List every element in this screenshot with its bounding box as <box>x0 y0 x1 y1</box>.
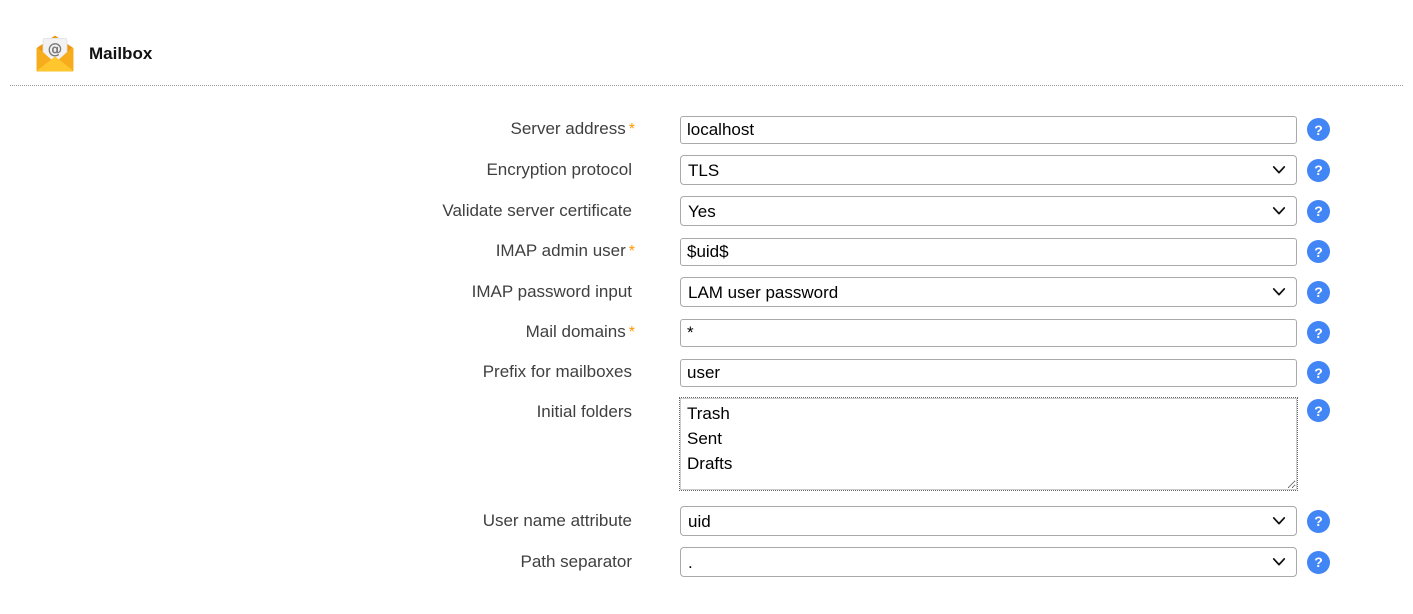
form-row-user-name-attribute: User name attribute uid ? <box>0 506 1413 536</box>
help-icon-server-address[interactable]: ? <box>1307 118 1330 141</box>
help-icon-validate-server-certificate[interactable]: ? <box>1307 199 1330 223</box>
prefix-for-mailboxes-input[interactable] <box>680 358 1297 387</box>
help-icon-imap-admin-user[interactable]: ? <box>1307 240 1330 263</box>
path-separator-select[interactable]: . <box>680 547 1297 577</box>
field-wrap: Yes <box>680 196 1297 226</box>
form-row-imap-password-input: IMAP password input LAM user password ? <box>0 277 1413 307</box>
mailbox-form: Server address* ? Encryption protocol TL… <box>0 86 1413 577</box>
field-label: Path separator <box>0 548 635 577</box>
form-row-encryption-protocol: Encryption protocol TLS ? <box>0 155 1413 185</box>
field-label-text: Path separator <box>520 551 632 571</box>
field-wrap <box>680 358 1297 387</box>
field-label: User name attribute <box>0 507 635 536</box>
header-divider <box>10 85 1403 86</box>
field-label: IMAP password input <box>0 278 635 307</box>
imap-admin-user-input[interactable] <box>680 237 1297 266</box>
required-asterisk: * <box>628 121 635 138</box>
field-label-text: Prefix for mailboxes <box>482 362 632 381</box>
field-label: Prefix for mailboxes <box>0 358 635 387</box>
form-row-path-separator: Path separator . ? <box>0 547 1413 577</box>
help-icon-prefix-for-mailboxes[interactable]: ? <box>1307 361 1330 384</box>
field-label-text: IMAP admin user <box>495 241 626 260</box>
imap-password-input-select[interactable]: LAM user password <box>680 277 1297 307</box>
validate-server-certificate-select[interactable]: Yes <box>680 196 1297 226</box>
field-label: IMAP admin user* <box>0 237 635 266</box>
field-wrap <box>680 237 1297 266</box>
field-wrap <box>680 318 1297 347</box>
mailbox-envelope-icon: @ <box>36 35 74 72</box>
field-wrap <box>680 115 1297 144</box>
help-icon-imap-password-input[interactable]: ? <box>1307 280 1330 304</box>
form-row-imap-admin-user: IMAP admin user* ? <box>0 237 1413 266</box>
help-icon-encryption-protocol[interactable]: ? <box>1307 158 1330 182</box>
required-asterisk: * <box>628 324 635 341</box>
field-wrap: . <box>680 547 1297 577</box>
field-label: Encryption protocol <box>0 156 635 185</box>
field-wrap: TLS <box>680 155 1297 185</box>
server-address-input[interactable] <box>680 115 1297 144</box>
field-wrap: Trash Sent Drafts <box>679 397 1298 495</box>
field-label-text: Initial folders <box>536 402 632 421</box>
field-label: Initial folders <box>0 398 635 425</box>
field-label-text: Validate server certificate <box>442 200 632 220</box>
module-header: @ Mailbox <box>0 0 1413 81</box>
form-row-validate-server-certificate: Validate server certificate Yes ? <box>0 196 1413 226</box>
field-label-text: IMAP password input <box>471 281 632 301</box>
form-row-initial-folders: Initial folders Trash Sent Drafts ? <box>0 397 1413 495</box>
field-label: Validate server certificate <box>0 197 635 226</box>
field-label-text: Mail domains <box>525 322 626 341</box>
field-label-text: Encryption protocol <box>486 159 632 179</box>
field-wrap: uid <box>680 506 1297 536</box>
field-label: Server address* <box>0 115 635 144</box>
field-label-text: User name attribute <box>482 510 632 530</box>
svg-text:@: @ <box>48 41 63 58</box>
help-icon-path-separator[interactable]: ? <box>1307 550 1330 574</box>
mail-domains-input[interactable] <box>680 318 1297 347</box>
help-icon-initial-folders[interactable]: ? <box>1307 399 1330 422</box>
page-title: Mailbox <box>89 44 153 63</box>
form-row-mail-domains: Mail domains* ? <box>0 318 1413 347</box>
user-name-attribute-select[interactable]: uid <box>680 506 1297 536</box>
required-asterisk: * <box>628 243 635 260</box>
field-wrap: LAM user password <box>680 277 1297 307</box>
initial-folders-textarea[interactable]: Trash Sent Drafts <box>679 397 1298 491</box>
form-row-server-address: Server address* ? <box>0 115 1413 144</box>
help-icon-mail-domains[interactable]: ? <box>1307 321 1330 344</box>
form-row-prefix-for-mailboxes: Prefix for mailboxes ? <box>0 358 1413 387</box>
field-label-text: Server address <box>510 119 626 138</box>
field-label: Mail domains* <box>0 318 635 347</box>
help-icon-user-name-attribute[interactable]: ? <box>1307 509 1330 533</box>
encryption-protocol-select[interactable]: TLS <box>680 155 1297 185</box>
